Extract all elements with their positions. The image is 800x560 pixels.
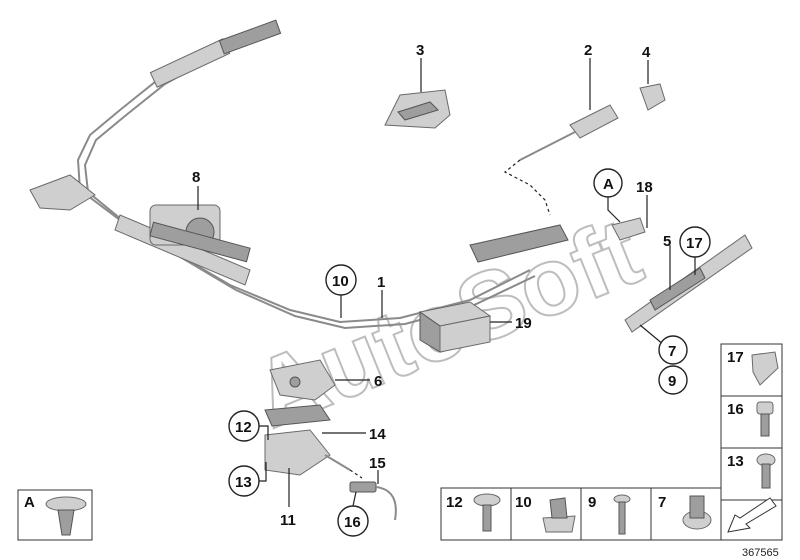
callout-12-label: 12 xyxy=(235,419,252,436)
callout-16-label: 16 xyxy=(344,514,361,531)
part-8-drive-motor[interactable] xyxy=(149,204,251,263)
callout-7: 7 xyxy=(639,324,688,365)
callout-6: 6 xyxy=(335,373,382,390)
callout-15: 15 xyxy=(369,455,386,484)
callout-6-label: 6 xyxy=(374,373,382,390)
callout-1: 1 xyxy=(377,274,385,318)
callout-5: 5 xyxy=(663,233,671,290)
callout-5-label: 5 xyxy=(663,233,671,250)
callout-14-label: 14 xyxy=(369,426,386,443)
part-2-actuator[interactable] xyxy=(503,104,619,216)
callout-a: A xyxy=(593,168,623,223)
part-6-bracket[interactable] xyxy=(269,359,336,401)
callout-8-label: 8 xyxy=(192,169,200,186)
legend-bottom-row: 12 10 9 7 xyxy=(440,487,783,541)
callout-1-label: 1 xyxy=(377,274,385,291)
detail-a-box: A xyxy=(17,489,93,541)
callout-3: 3 xyxy=(416,42,424,92)
callout-18: 18 xyxy=(636,179,653,228)
legend-13-label: 13 xyxy=(727,453,744,470)
callout-2: 2 xyxy=(584,42,592,110)
legend-7-label: 7 xyxy=(658,494,666,511)
part-15-sensor[interactable] xyxy=(349,481,397,521)
callout-17-label: 17 xyxy=(686,235,703,252)
callout-14: 14 xyxy=(322,426,386,443)
callout-11: 11 xyxy=(280,468,296,529)
callout-10-label: 10 xyxy=(332,273,349,290)
legend-16-label: 16 xyxy=(727,401,744,418)
callout-9: 9 xyxy=(658,365,688,395)
callout-4: 4 xyxy=(642,44,651,84)
callout-19-label: 19 xyxy=(515,315,532,332)
callout-13: 13 xyxy=(228,462,267,497)
callout-15-label: 15 xyxy=(369,455,386,472)
screw-icon xyxy=(756,401,774,415)
legend-9-label: 9 xyxy=(588,494,596,511)
callout-9-label: 9 xyxy=(668,373,676,390)
callout-3-label: 3 xyxy=(416,42,424,59)
part-18-bracket[interactable] xyxy=(611,217,646,241)
detail-a-label: A xyxy=(24,494,35,511)
clip-icon xyxy=(751,351,779,386)
arrow-icon xyxy=(727,497,777,533)
callout-2-label: 2 xyxy=(584,42,592,59)
part-5-guide-rail[interactable] xyxy=(624,234,753,333)
push-rivet-icon xyxy=(45,496,87,512)
legend-17-label: 17 xyxy=(727,349,744,366)
callout-7-label: 7 xyxy=(668,343,676,360)
callout-19: 19 xyxy=(490,315,532,332)
part-19-box[interactable] xyxy=(418,301,492,353)
callout-8: 8 xyxy=(192,169,200,210)
part-4-clip[interactable] xyxy=(639,83,666,111)
callout-17: 17 xyxy=(679,226,711,275)
legend-12-label: 12 xyxy=(446,494,463,511)
legend-right-column: 17 16 13 xyxy=(720,343,783,501)
part-3-cover-plate[interactable] xyxy=(384,89,451,129)
callout-13-label: 13 xyxy=(235,474,252,491)
legend-10-label: 10 xyxy=(515,494,532,511)
part-11-bracket-assembly[interactable] xyxy=(264,429,363,479)
part-14-gasket[interactable] xyxy=(264,404,331,427)
callout-12: 12 xyxy=(228,410,269,442)
callout-4-label: 4 xyxy=(642,44,651,61)
callout-16: 16 xyxy=(337,491,369,537)
screw-icon xyxy=(473,493,501,507)
callout-a-label: A xyxy=(603,176,614,193)
callout-18-label: 18 xyxy=(636,179,653,196)
callout-10: 10 xyxy=(325,264,357,318)
document-number: 367565 xyxy=(742,547,779,559)
callout-11-label: 11 xyxy=(280,512,296,529)
